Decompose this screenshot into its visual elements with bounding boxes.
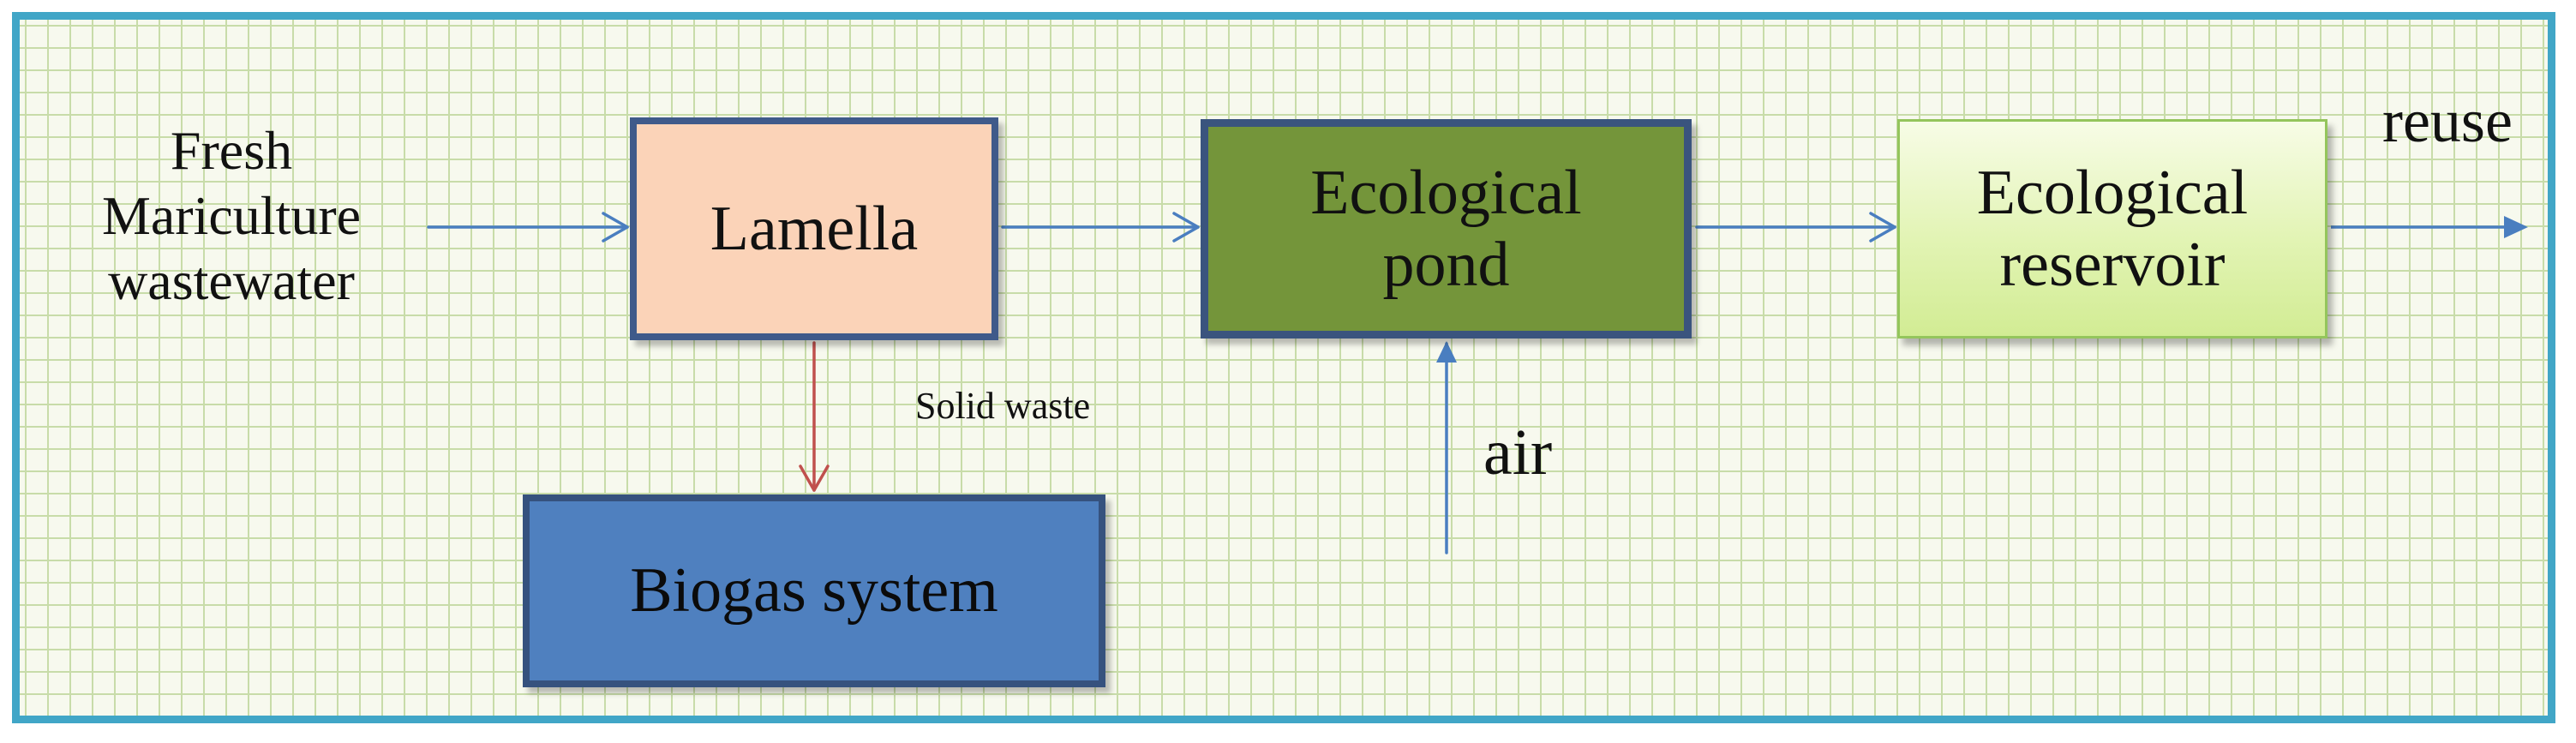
arrowhead-pond-to-reservoir <box>1869 212 1896 243</box>
arrowhead-solid-waste <box>799 464 830 492</box>
lamella-label: Lamella <box>710 193 919 264</box>
arrowhead-input-to-lamella <box>602 212 629 243</box>
ecological-pond-label: Ecological pond <box>1310 157 1582 300</box>
arrowhead-reservoir-to-reuse <box>2504 216 2528 238</box>
solid-waste-label: Solid waste <box>915 385 1091 427</box>
biogas-system-label: Biogas system <box>630 555 998 626</box>
ecological-reservoir-box: Ecological reservoir <box>1897 119 2327 339</box>
reuse-label: reuse <box>2382 87 2513 155</box>
biogas-system-box: Biogas system <box>523 494 1105 687</box>
input-label: Fresh Mariculture wastewater <box>69 118 394 314</box>
arrowhead-lamella-to-pond <box>1172 212 1200 243</box>
air-label: air <box>1483 416 1553 488</box>
arrowhead-air-to-pond <box>1436 341 1457 363</box>
ecological-pond-box: Ecological pond <box>1201 119 1692 339</box>
input-label-text: Fresh Mariculture wastewater <box>101 120 362 312</box>
ecological-reservoir-label: Ecological reservoir <box>1976 157 2249 300</box>
lamella-box: Lamella <box>630 117 998 340</box>
